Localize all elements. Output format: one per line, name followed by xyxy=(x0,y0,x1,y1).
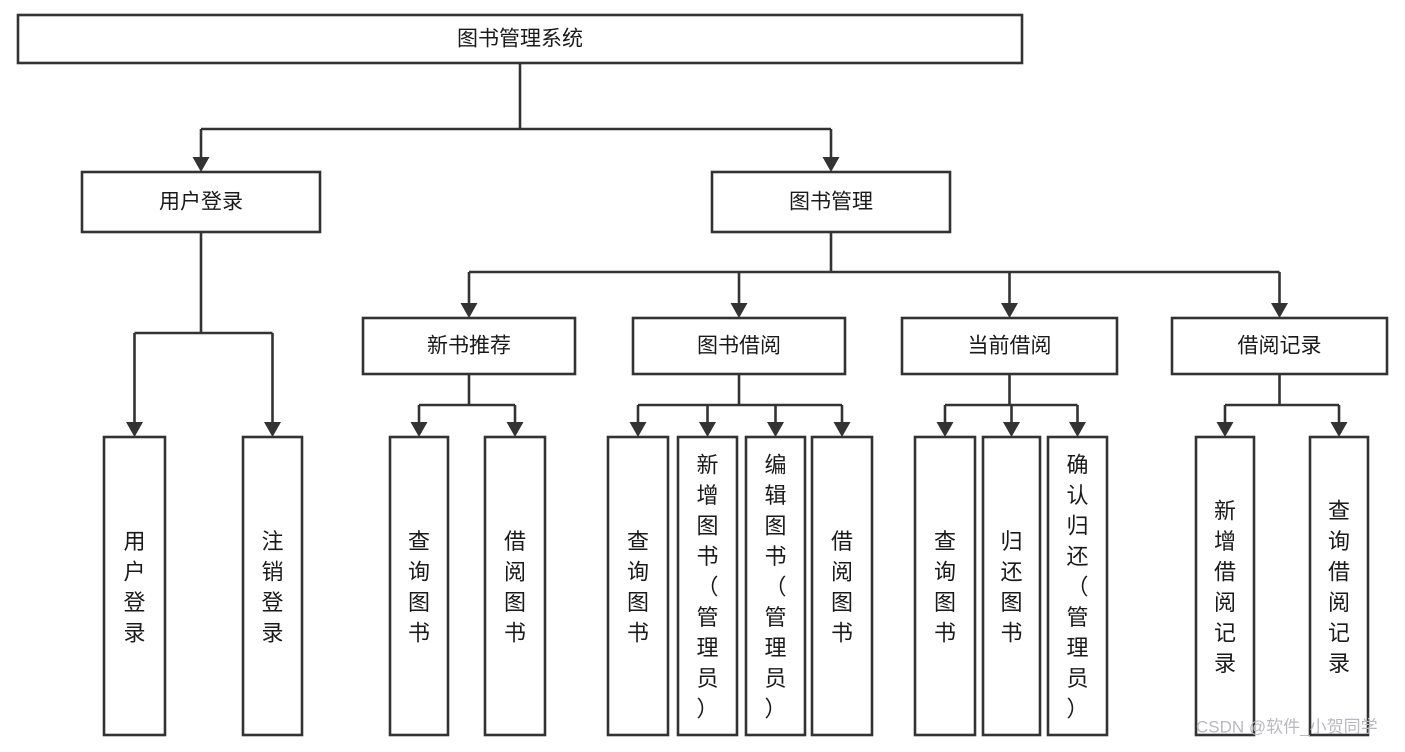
node-label: 新增图书（管理员） xyxy=(696,453,718,722)
arrow-head xyxy=(1271,303,1288,318)
node-new-book-recommend[interactable] xyxy=(361,316,577,376)
node-query-book-1[interactable] xyxy=(388,435,450,737)
node-label: 借阅图书 xyxy=(831,529,853,646)
node-label: 新书推荐 xyxy=(427,335,511,358)
node-add-borrow-record[interactable] xyxy=(1194,435,1256,737)
node-label: 注销登录 xyxy=(261,529,283,646)
arrow-head xyxy=(822,157,840,172)
node-label: 当前借阅 xyxy=(968,335,1052,358)
node-box[interactable] xyxy=(900,316,1119,376)
arrow-head xyxy=(192,157,210,172)
arrow-head xyxy=(767,422,784,437)
node-box[interactable] xyxy=(241,435,304,737)
csdn-watermark: CSDN @软件_小贺同学 xyxy=(1196,717,1378,736)
node-label: 查询图书 xyxy=(408,529,430,646)
arrow-head xyxy=(264,422,281,437)
node-borrow-record[interactable] xyxy=(1170,316,1389,376)
node-box[interactable] xyxy=(80,170,322,234)
node-book-manage[interactable] xyxy=(710,170,952,234)
node-user-logout[interactable] xyxy=(241,435,304,737)
node-box[interactable] xyxy=(361,316,577,376)
node-label: 归还图书 xyxy=(1000,529,1022,646)
node-user-login-do[interactable] xyxy=(102,435,167,737)
node-borrow-book-1[interactable] xyxy=(483,435,547,737)
arrow-head xyxy=(730,303,748,318)
node-box[interactable] xyxy=(102,435,167,737)
arrow-head xyxy=(460,303,478,318)
arrow-head xyxy=(629,422,647,437)
node-return-book[interactable] xyxy=(981,435,1042,737)
node-label: 编辑图书（管理员） xyxy=(764,453,786,722)
node-box[interactable] xyxy=(483,435,547,737)
arrow-head xyxy=(936,422,954,437)
node-user-login[interactable] xyxy=(80,170,322,234)
node-borrow-book-2[interactable] xyxy=(810,435,874,737)
node-box[interactable] xyxy=(913,435,977,737)
node-label: 借阅图书 xyxy=(504,529,526,646)
node-label: 用户登录 xyxy=(159,191,243,214)
node-current-borrow[interactable] xyxy=(900,316,1119,376)
node-label: 图书管理系统 xyxy=(457,28,583,51)
arrow-head xyxy=(1069,422,1086,437)
node-layer: 图书管理系统用户登录用户登录注销登录图书管理新书推荐查询图书借阅图书图书借阅查询… xyxy=(16,13,1389,737)
node-box[interactable] xyxy=(606,435,670,737)
node-query-book-2[interactable] xyxy=(606,435,670,737)
node-confirm-return-admin[interactable] xyxy=(1046,435,1109,737)
node-box[interactable] xyxy=(744,435,807,737)
arrow-head xyxy=(506,422,524,437)
arrow-head xyxy=(699,422,716,437)
node-box[interactable] xyxy=(1308,435,1370,737)
arrow-head xyxy=(1216,422,1234,437)
node-label: 用户登录 xyxy=(123,529,145,646)
arrow-head xyxy=(1330,422,1348,437)
node-label: 查询图书 xyxy=(934,529,956,646)
node-box[interactable] xyxy=(1170,316,1389,376)
node-box[interactable] xyxy=(981,435,1042,737)
node-label: 确认归还（管理员） xyxy=(1066,453,1088,722)
node-box[interactable] xyxy=(631,316,847,376)
node-query-book-3[interactable] xyxy=(913,435,977,737)
node-box[interactable] xyxy=(1046,435,1109,737)
node-box[interactable] xyxy=(1194,435,1256,737)
node-label: 查询借阅记录 xyxy=(1328,498,1350,676)
node-box[interactable] xyxy=(388,435,450,737)
node-box[interactable] xyxy=(676,435,739,737)
node-box[interactable] xyxy=(16,13,1024,65)
node-query-borrow-record[interactable] xyxy=(1308,435,1370,737)
node-box[interactable] xyxy=(810,435,874,737)
arrow-head xyxy=(1001,303,1018,318)
arrow-head xyxy=(126,422,143,437)
node-box[interactable] xyxy=(710,170,952,234)
node-add-book-admin[interactable] xyxy=(676,435,739,737)
node-label: 借阅记录 xyxy=(1238,335,1322,358)
node-edit-book-admin[interactable] xyxy=(744,435,807,737)
node-label: 新增借阅记录 xyxy=(1214,498,1236,676)
node-label: 图书借阅 xyxy=(697,335,781,358)
arrow-head xyxy=(1003,422,1020,437)
connector-layer xyxy=(126,63,1348,437)
node-book-borrow[interactable] xyxy=(631,316,847,376)
node-root[interactable] xyxy=(16,13,1024,65)
arrow-head xyxy=(410,422,428,437)
node-label: 图书管理 xyxy=(789,191,873,214)
node-label: 查询图书 xyxy=(627,529,649,646)
arrow-head xyxy=(833,422,851,437)
